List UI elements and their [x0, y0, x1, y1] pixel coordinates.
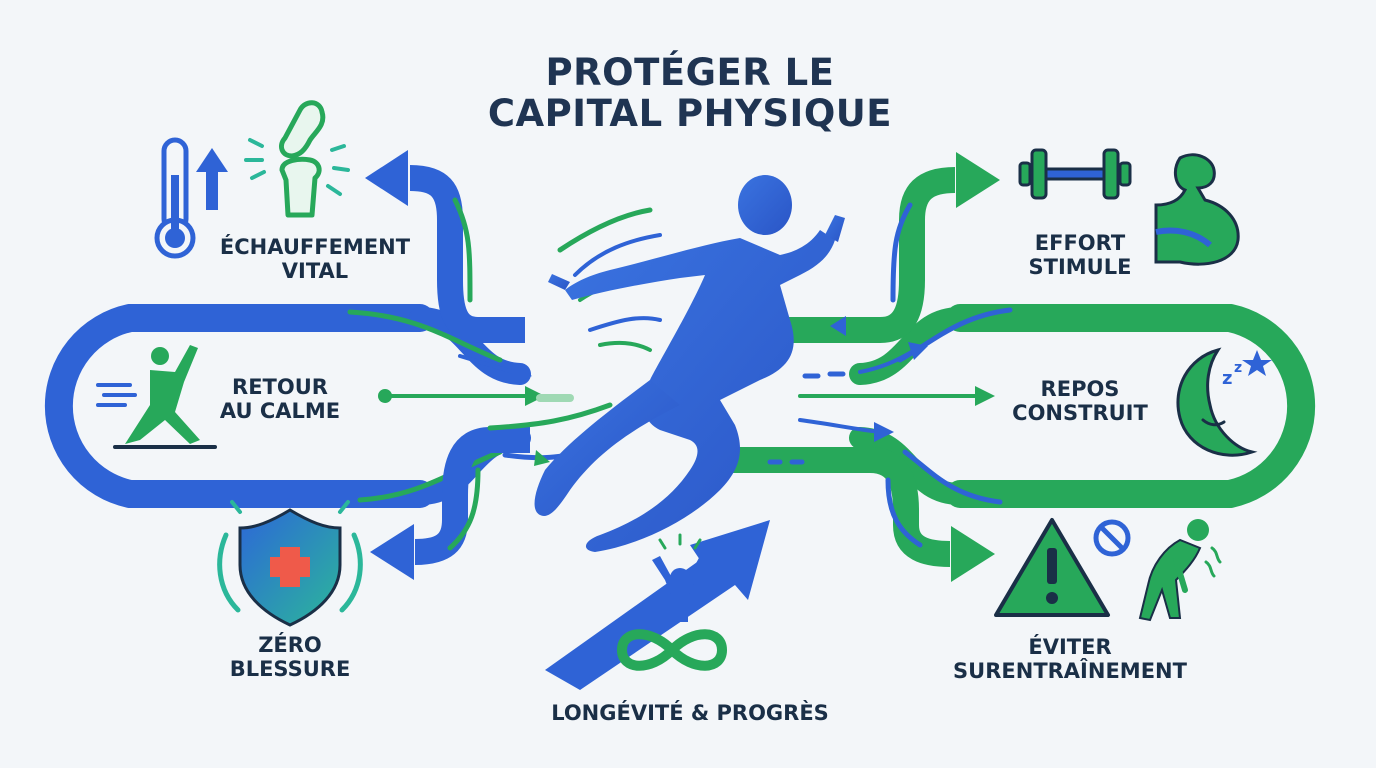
- knee-joint-icon: [244, 100, 350, 218]
- star-icon: [1242, 350, 1272, 376]
- node-cooldown-label: RETOUR AU CALME: [219, 375, 341, 423]
- node-longevity-label: LONGÉVITÉ & PROGRÈS: [551, 701, 829, 725]
- left-loop-outer-band: [44, 304, 434, 508]
- title-line-1: PROTÉGER LE: [545, 51, 835, 94]
- rising-arrow-icon: [545, 520, 770, 690]
- warning-triangle-icon: [994, 518, 1110, 617]
- runner-icon: [534, 175, 845, 552]
- dumbbell-icon: [1018, 148, 1132, 200]
- left-flow-lines: [378, 207, 662, 466]
- cheering-person-icon: [652, 533, 708, 622]
- thermometer-icon: [154, 137, 196, 259]
- prohibited-icon: [1093, 519, 1131, 557]
- node-warmup-label: ÉCHAUFFEMENT VITAL: [219, 235, 411, 283]
- right-loop-outer-band: [946, 304, 1316, 508]
- node-overtrain-label: ÉVITER SURENTRAÎNEMENT: [953, 635, 1187, 683]
- infinity-icon: [616, 629, 728, 671]
- arrow-to-effort: [740, 152, 1000, 343]
- arrow-to-no-injury: [370, 427, 530, 580]
- page-title: PROTÉGER LE CAPITAL PHYSIQUE: [450, 52, 930, 135]
- node-rest-label: REPOS CONSTRUIT: [1012, 377, 1148, 425]
- left-loop-green-inner-2: [357, 449, 503, 503]
- arrow-up-icon: [196, 148, 228, 210]
- node-effort-label: EFFORT STIMULE: [1028, 231, 1132, 279]
- title-line-2: CAPITAL PHYSIQUE: [487, 92, 893, 136]
- svg-text:z: z: [1222, 368, 1232, 389]
- moon-sleep-icon: z z: [1176, 347, 1258, 457]
- exhausted-person-icon: [1138, 519, 1222, 622]
- flexed-arm-icon: [1154, 153, 1240, 266]
- arrow-to-warmup: [365, 150, 525, 343]
- left-loop-green-inner: [347, 309, 503, 363]
- node-no-injury-label: ZÉRO BLESSURE: [229, 633, 351, 681]
- medical-shield-icon: [217, 500, 363, 627]
- stretching-person-icon: [96, 345, 217, 449]
- arrow-to-overtrain: [720, 447, 995, 582]
- right-flow-lines: [767, 342, 995, 465]
- svg-text:z: z: [1234, 360, 1242, 376]
